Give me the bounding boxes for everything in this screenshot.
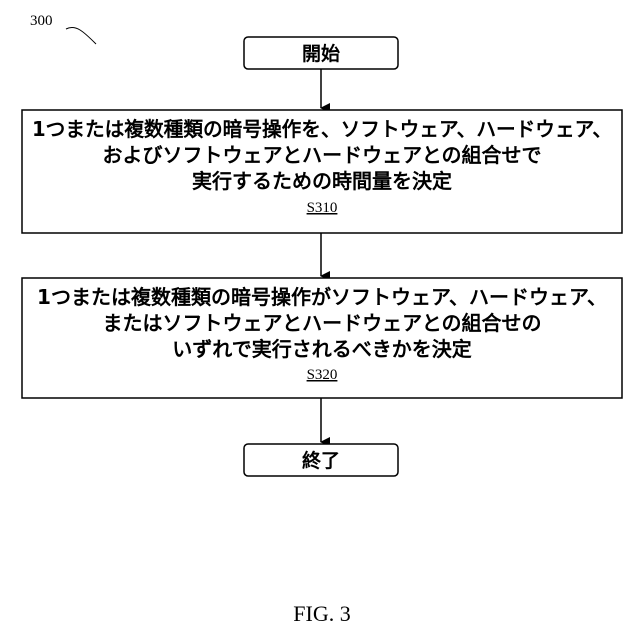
s310-line-1: 1つまたは複数種類の暗号操作を、ソフトウェア、ハードウェア、 <box>32 117 612 141</box>
s320-line-3: いずれで実行されるべきかを決定 <box>172 337 471 361</box>
start-node: 開始 <box>244 37 398 69</box>
figure-reference-number: 300 <box>30 13 53 29</box>
s310-line-3: 実行するための時間量を決定 <box>192 169 452 193</box>
s310-step-id: S310 <box>307 200 338 216</box>
s320-step-id: S320 <box>307 367 338 383</box>
process-box-s320: 1つまたは複数種類の暗号操作がソフトウェア、ハードウェア、 またはソフトウェアと… <box>22 278 622 398</box>
start-label: 開始 <box>302 42 340 65</box>
s320-line-1: 1つまたは複数種類の暗号操作がソフトウェア、ハードウェア、 <box>37 285 607 309</box>
end-node: 終了 <box>244 444 398 476</box>
reference-leader-line <box>66 27 96 44</box>
s310-line-2: およびソフトウェアとハードウェアとの組合せで <box>103 143 542 167</box>
s320-line-2: またはソフトウェアとハードウェアとの組合せの <box>103 311 542 335</box>
end-label: 終了 <box>302 449 340 472</box>
figure-caption: FIG. 3 <box>293 601 350 626</box>
process-box-s310: 1つまたは複数種類の暗号操作を、ソフトウェア、ハードウェア、 およびソフトウェア… <box>22 110 622 233</box>
